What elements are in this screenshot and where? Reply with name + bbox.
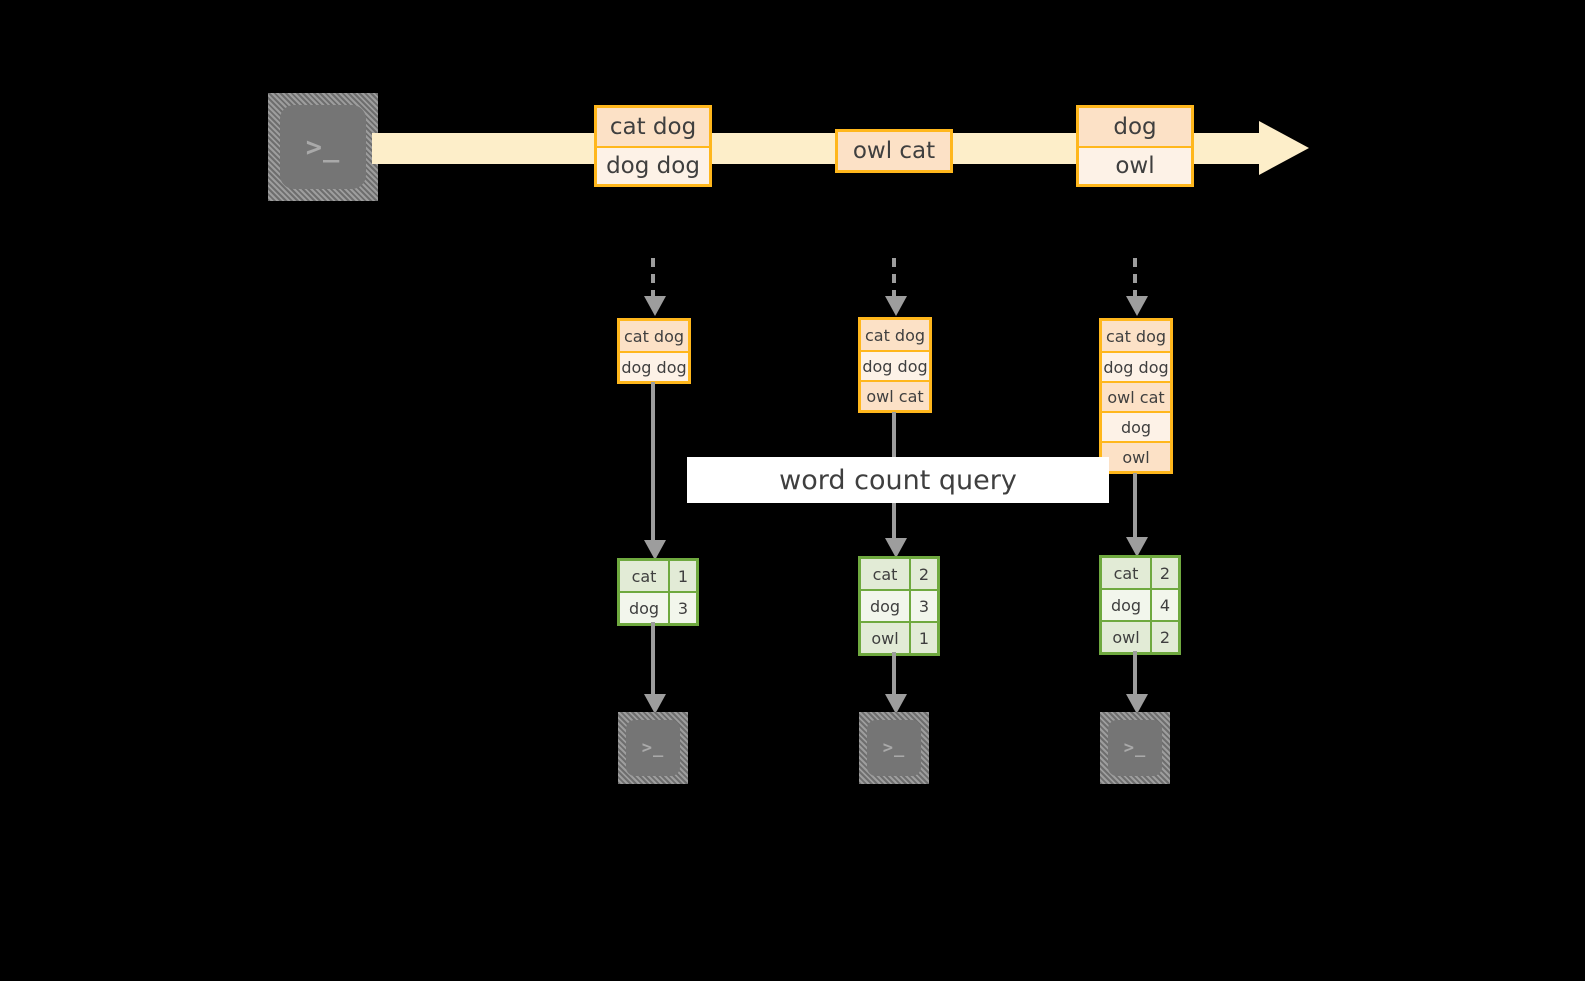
query-connector-line xyxy=(651,382,655,550)
query-connector-line xyxy=(1133,473,1137,548)
batch-feed-dashed-line xyxy=(651,258,655,298)
query-connector-arrowhead xyxy=(885,538,907,558)
terminal-prompt-glyph: >_ xyxy=(641,737,665,758)
stream-event-line: dog xyxy=(1079,108,1191,146)
accumulated-line: dog dog xyxy=(1102,351,1170,381)
batch-feed-dashed-line xyxy=(892,258,896,298)
result-row: cat 2 xyxy=(861,559,937,589)
result-row: cat 2 xyxy=(1102,558,1178,588)
result-word: dog xyxy=(620,593,668,623)
accumulated-line: owl xyxy=(1102,441,1170,471)
result-count: 3 xyxy=(909,591,937,621)
accumulated-line: owl cat xyxy=(1102,381,1170,411)
accumulated-state-stack: cat dog dog dog owl cat dog owl xyxy=(1099,318,1173,474)
batch-feed-arrowhead xyxy=(1126,296,1148,316)
query-label-banner: word count query xyxy=(687,457,1109,503)
stream-event-box: owl cat xyxy=(835,129,953,173)
word-count-result-table: cat 2 dog 3 owl 1 xyxy=(858,556,940,656)
result-count: 1 xyxy=(909,623,937,653)
word-count-result-table: cat 1 dog 3 xyxy=(617,558,699,626)
sink-connector-arrowhead xyxy=(644,694,666,714)
result-row: owl 1 xyxy=(861,621,937,653)
accumulated-state-stack: cat dog dog dog xyxy=(617,318,691,384)
result-word: owl xyxy=(861,623,909,653)
sink-connector-arrowhead xyxy=(885,694,907,714)
result-row: owl 2 xyxy=(1102,620,1178,652)
stream-arrow-head xyxy=(1259,121,1309,175)
word-count-result-table: cat 2 dog 4 owl 2 xyxy=(1099,555,1181,655)
result-row: dog 3 xyxy=(861,589,937,621)
source-terminal-icon: >_ xyxy=(268,93,378,201)
accumulated-line: owl cat xyxy=(861,380,929,410)
result-word: cat xyxy=(861,559,909,589)
stream-event-box: cat dog dog dog xyxy=(594,105,712,187)
accumulated-state-stack: cat dog dog dog owl cat xyxy=(858,317,932,413)
sink-connector-line xyxy=(651,622,655,704)
result-count: 4 xyxy=(1150,590,1178,620)
stream-event-line: owl cat xyxy=(838,132,950,170)
sink-terminal-icon: >_ xyxy=(618,712,688,784)
result-word: cat xyxy=(1102,558,1150,588)
sink-connector-arrowhead xyxy=(1126,694,1148,714)
accumulated-line: dog dog xyxy=(861,350,929,380)
sink-connector-line xyxy=(1133,651,1137,704)
result-row: dog 4 xyxy=(1102,588,1178,620)
query-label-text: word count query xyxy=(779,464,1017,496)
query-connector-arrowhead xyxy=(1126,537,1148,557)
sink-terminal-icon: >_ xyxy=(1100,712,1170,784)
stream-event-box: dog owl xyxy=(1076,105,1194,187)
query-connector-arrowhead xyxy=(644,540,666,560)
result-count: 2 xyxy=(1150,622,1178,652)
sink-terminal-icon: >_ xyxy=(859,712,929,784)
result-word: dog xyxy=(1102,590,1150,620)
batch-feed-dashed-line xyxy=(1133,258,1137,298)
terminal-screen: >_ xyxy=(626,720,680,776)
accumulated-line: cat dog xyxy=(620,321,688,351)
accumulated-line: cat dog xyxy=(1102,321,1170,351)
result-count: 2 xyxy=(909,559,937,589)
accumulated-line: dog xyxy=(1102,411,1170,441)
stream-event-line: dog dog xyxy=(597,146,709,184)
terminal-prompt-glyph: >_ xyxy=(305,131,341,163)
result-word: cat xyxy=(620,561,668,591)
result-word: dog xyxy=(861,591,909,621)
terminal-screen: >_ xyxy=(1108,720,1162,776)
result-count: 2 xyxy=(1150,558,1178,588)
sink-connector-line xyxy=(892,652,896,704)
result-count: 3 xyxy=(668,593,696,623)
stream-event-line: owl xyxy=(1079,146,1191,184)
result-row: dog 3 xyxy=(620,591,696,623)
batch-feed-arrowhead xyxy=(644,296,666,316)
terminal-prompt-glyph: >_ xyxy=(1123,737,1147,758)
terminal-prompt-glyph: >_ xyxy=(882,737,906,758)
stream-event-line: cat dog xyxy=(597,108,709,146)
result-count: 1 xyxy=(668,561,696,591)
terminal-screen: >_ xyxy=(867,720,921,776)
accumulated-line: cat dog xyxy=(861,320,929,350)
terminal-screen: >_ xyxy=(280,105,366,189)
result-word: owl xyxy=(1102,622,1150,652)
batch-feed-arrowhead xyxy=(885,296,907,316)
accumulated-line: dog dog xyxy=(620,351,688,381)
result-row: cat 1 xyxy=(620,561,696,591)
